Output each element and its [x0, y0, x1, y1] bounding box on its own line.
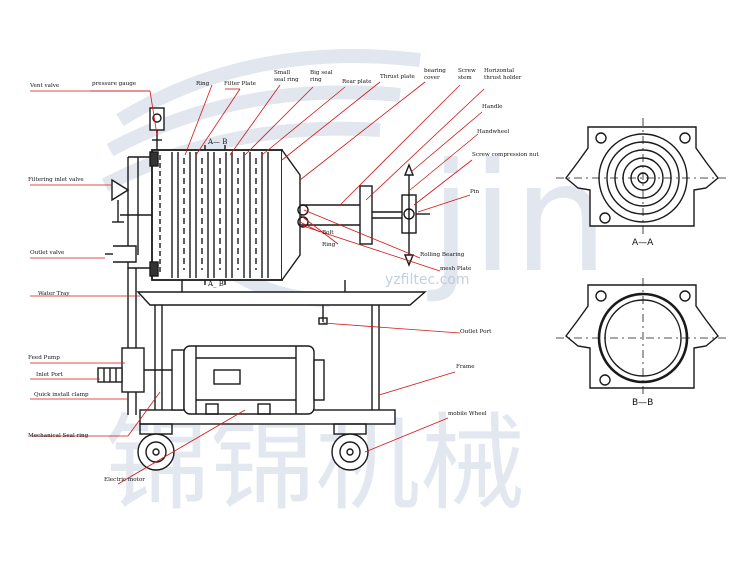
leader-lines: [30, 81, 485, 485]
label-ring-lower: Ring: [322, 242, 336, 248]
screw-stem-assembly: [120, 163, 430, 267]
label-ring: Ring: [196, 81, 210, 87]
label-outlet-port: Outlet Port: [460, 329, 492, 335]
label-rear-plate: Rear plate: [342, 79, 372, 85]
thrust-plate: [281, 149, 309, 281]
label-water-tray: Water Tray: [38, 291, 70, 297]
label-handwheel: Handwheel: [477, 129, 510, 135]
label-bolt: Bolt: [322, 230, 334, 236]
label-screw-compression-nut: Screw compression nut: [472, 152, 539, 158]
label-screw-stem: Screw stem: [458, 68, 476, 82]
inlet-piping: [105, 156, 150, 415]
label-mechanical-seal-ring: Mechanical Seal ring: [28, 433, 89, 439]
filter-plate-pack: [149, 145, 283, 285]
label-pressure-gauge: pressure gauge: [92, 81, 137, 87]
label-handle: Handle: [482, 104, 503, 110]
label-filter-plate: Filter Plate: [224, 81, 256, 87]
mark-ab-bottom: A_ B: [208, 280, 224, 288]
label-bearing-cover: bearing cover: [424, 68, 446, 82]
water-tray: [136, 291, 427, 325]
watermark-url: yzfiltec.com: [385, 272, 470, 288]
mark-ab-top: A— B: [208, 138, 228, 146]
feed-pump: [97, 347, 172, 393]
label-thrust-plate: Thrust plate: [380, 74, 415, 80]
label-small-seal-ring: Small seal ring: [274, 70, 299, 84]
electric-motor: [171, 345, 325, 415]
section-label-bb: B—B: [632, 398, 654, 408]
label-mobile-wheel: mobile Wheel: [448, 411, 487, 417]
label-mesh-plate: mesh Plate: [440, 266, 472, 272]
label-inlet-port: Inlet Port: [36, 372, 63, 378]
pressure-gauge-assembly: [149, 107, 165, 152]
label-big-seal-ring: Big seal ring: [310, 70, 333, 84]
label-rolling-bearing: Rolling Bearing: [420, 252, 465, 258]
mobile-wheels: [137, 423, 369, 471]
label-horizontal-thrust-holder: Horizontal thrust holder: [484, 68, 522, 82]
label-quick-install-clamp: Quick install clamp: [34, 392, 89, 398]
label-electric-motor: Electric motor: [104, 477, 145, 483]
label-outlet-valve: Outlet valve: [30, 250, 65, 256]
label-pin: Pin: [470, 189, 480, 195]
section-view-aa: [556, 118, 730, 238]
label-frame: Frame: [456, 364, 475, 370]
label-vent-valve: Vent valve: [30, 83, 60, 89]
section-view-bb: [556, 278, 730, 398]
section-label-aa: A—A: [632, 238, 654, 248]
label-feed-pump: Feed Pump: [28, 355, 60, 361]
label-filtering-inlet-valve: Filtering inlet valve: [28, 177, 84, 183]
